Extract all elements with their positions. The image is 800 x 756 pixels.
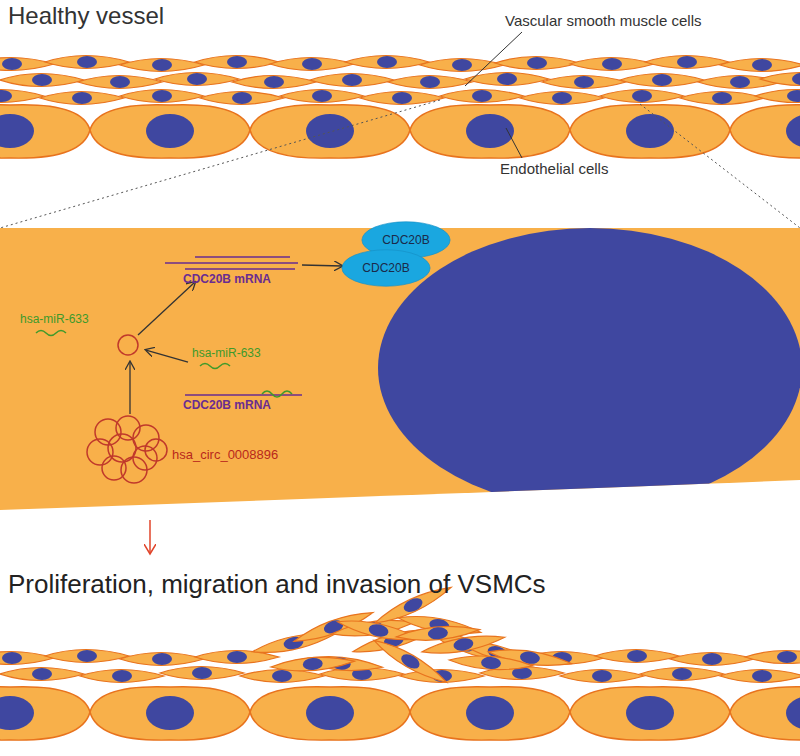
arrow bbox=[129, 362, 130, 414]
node-text: CDC20B bbox=[382, 233, 429, 247]
mirna-squiggle bbox=[262, 391, 292, 397]
endothelial-layer bbox=[0, 687, 800, 740]
arrow bbox=[138, 282, 195, 335]
leader-line bbox=[465, 32, 522, 86]
mirna-squiggle bbox=[200, 364, 230, 369]
smooth-muscle-layer bbox=[0, 56, 800, 105]
circrna-cluster bbox=[87, 416, 167, 483]
mirna-squiggle bbox=[36, 331, 66, 336]
arrow bbox=[146, 350, 188, 362]
outcome-heading: Proliferation, migration and invasion of… bbox=[8, 570, 546, 600]
mrna-strands bbox=[165, 257, 298, 269]
nucleus bbox=[378, 228, 800, 508]
mrna-label: CDC20B mRNA bbox=[183, 399, 271, 413]
layer-label: Endothelial cells bbox=[500, 160, 608, 177]
mrna-strand bbox=[185, 394, 302, 396]
arrow bbox=[302, 265, 342, 266]
zoom-line bbox=[0, 100, 440, 228]
zoom-line bbox=[640, 104, 800, 228]
leader-line bbox=[506, 128, 522, 158]
endothelial-layer bbox=[0, 105, 800, 158]
protein-ellipse: CDC20B bbox=[341, 249, 431, 287]
title: Healthy vessel bbox=[8, 2, 164, 30]
circrna-label: hsa_circ_0008896 bbox=[172, 448, 278, 463]
mrna-label: CDC20B mRNA bbox=[183, 273, 271, 287]
mirna-label: hsa-miR-633 bbox=[192, 347, 261, 361]
circrna bbox=[118, 335, 138, 355]
layer-label: Vascular smooth muscle cells bbox=[505, 12, 701, 29]
arrow bbox=[149, 520, 151, 553]
node-text: CDC20B bbox=[362, 261, 409, 275]
mirna-label: hsa-miR-633 bbox=[20, 313, 89, 327]
